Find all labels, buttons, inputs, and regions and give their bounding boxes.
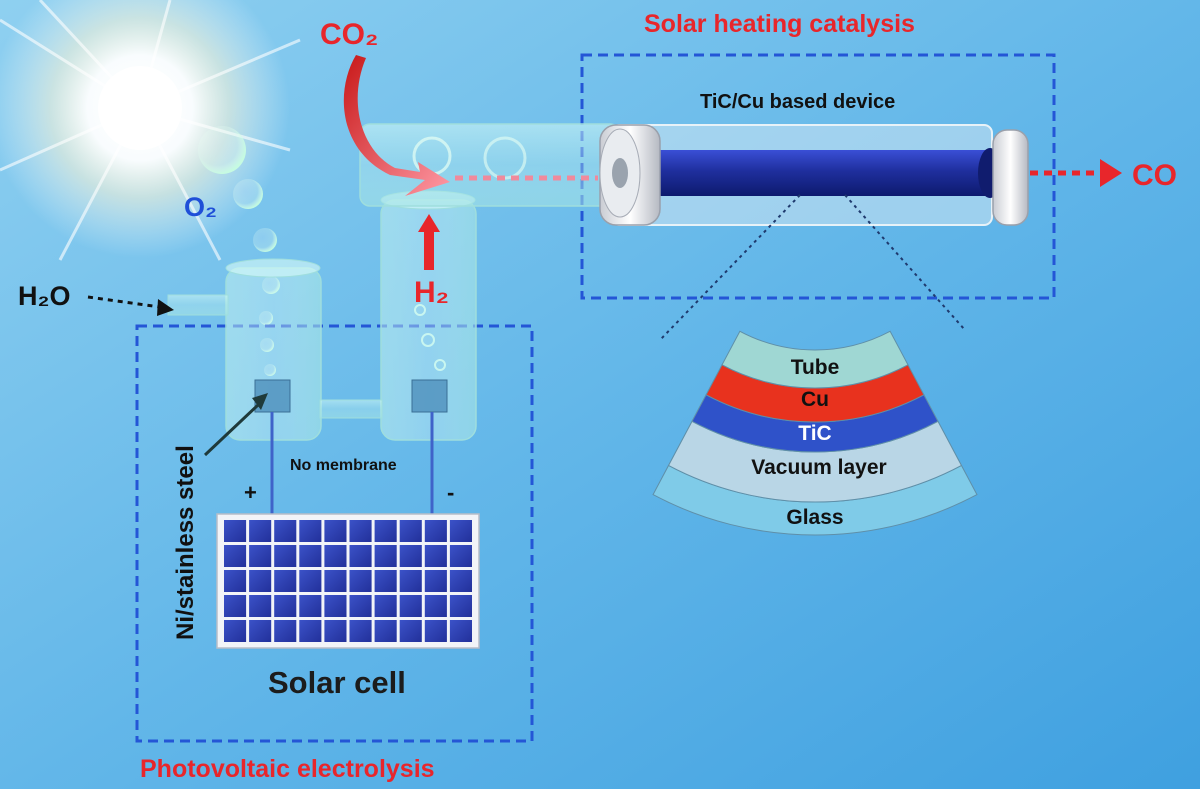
o2-label: O₂ — [184, 192, 217, 222]
solar-panel-cell — [349, 545, 372, 567]
solar-panel-cell — [374, 520, 397, 542]
sun-icon — [0, 0, 301, 261]
solar-panel-cell — [324, 570, 347, 592]
solar-panel-cell — [249, 595, 272, 617]
h2-up-arrow — [418, 214, 440, 270]
electrode-label: Ni/stainless steel — [172, 445, 199, 640]
solar-panel-cell — [299, 620, 322, 642]
solar-panel-cell — [374, 620, 397, 642]
solar-panel-cell — [224, 595, 247, 617]
solar-panel-cell — [249, 620, 272, 642]
solar-panel-cell — [399, 545, 422, 567]
solar-panel-cell — [274, 620, 297, 642]
solar-panel-cell — [299, 545, 322, 567]
solar-panel-cell — [299, 520, 322, 542]
solar-panel-cell — [224, 520, 247, 542]
no-membrane-label: No membrane — [290, 457, 397, 474]
layer-label-cu: Cu — [801, 388, 829, 411]
solar-panel-cell — [249, 570, 272, 592]
h2-label: H₂ — [414, 276, 449, 309]
tube-layer — [721, 330, 909, 389]
solar-panel-cell — [374, 545, 397, 567]
solar-panel-cell — [224, 570, 247, 592]
solar-panel-cell — [324, 595, 347, 617]
device-label: TiC/Cu based device — [700, 91, 895, 113]
solar-panel-cell — [349, 570, 372, 592]
minus-label: - — [447, 480, 454, 505]
solar-panel-cell — [424, 520, 447, 542]
hydrogen-bubbles — [414, 304, 446, 371]
solar-panel-icon — [216, 513, 480, 649]
gas-tube — [359, 123, 621, 207]
h2o-inlet-arrow — [87, 295, 174, 316]
solar-panel-cell — [424, 545, 447, 567]
solar-panel-cell — [249, 545, 272, 567]
solar-panel-cell — [349, 620, 372, 642]
layer-cross-section — [652, 330, 978, 536]
solar-panel-cell — [374, 595, 397, 617]
solar-panel-cell — [449, 620, 472, 642]
solar-panel-cell — [224, 620, 247, 642]
solar-panel-cell — [274, 595, 297, 617]
solar-panel-cell — [374, 570, 397, 592]
solar-panel-cell — [299, 570, 322, 592]
solar-panel-cell — [324, 520, 347, 542]
zoom-line-right — [844, 194, 966, 331]
solar-panel-cell — [399, 570, 422, 592]
solar-panel-cell — [274, 545, 297, 567]
water-inlet-pipe — [167, 294, 229, 316]
zoom-line-left — [659, 194, 801, 341]
cathode-electrode — [411, 379, 448, 413]
solar-panel-cell — [349, 595, 372, 617]
solar-panel-cell — [449, 520, 472, 542]
co2-label: CO₂ — [320, 18, 378, 51]
solar-panel-cell — [399, 595, 422, 617]
solar-panel-cell — [424, 595, 447, 617]
solar-panel-cell — [324, 545, 347, 567]
layer-label-tube: Tube — [791, 356, 840, 379]
solar-panel-cell — [299, 595, 322, 617]
co-outlet-arrow — [1030, 159, 1122, 187]
photovoltaic-box — [135, 324, 534, 743]
electrode-pointer — [203, 393, 268, 457]
solar-panel-cell — [274, 570, 297, 592]
reactor-device — [599, 124, 1029, 226]
h2o-label: H₂O — [18, 281, 71, 311]
co-label: CO — [1132, 159, 1177, 192]
solar-panel-cell — [424, 570, 447, 592]
layer-label-glass: Glass — [786, 506, 843, 529]
plus-label: + — [244, 480, 257, 505]
solar-cell-label: Solar cell — [268, 665, 406, 700]
solar-panel-cell — [449, 570, 472, 592]
solar-heating-title: Solar heating catalysis — [644, 10, 915, 38]
solar-panel-cell — [249, 520, 272, 542]
solar-panel-cell — [424, 620, 447, 642]
layer-label-vacuum: Vacuum layer — [751, 456, 886, 479]
solar-panel-cell — [274, 520, 297, 542]
connecting-pipe — [319, 399, 383, 419]
solar-panel-cell — [324, 620, 347, 642]
solar-panel-cell — [449, 545, 472, 567]
solar-panel-cell — [399, 520, 422, 542]
photovoltaic-title: Photovoltaic electrolysis — [140, 755, 435, 783]
layer-label-tic: TiC — [798, 422, 831, 445]
co2-inlet-arrow — [343, 55, 450, 196]
solar-heating-box — [580, 53, 1056, 300]
solar-panel-cell — [224, 545, 247, 567]
solar-panel-cell — [449, 595, 472, 617]
solar-panel-cell — [399, 620, 422, 642]
solar-panel-cell — [349, 520, 372, 542]
